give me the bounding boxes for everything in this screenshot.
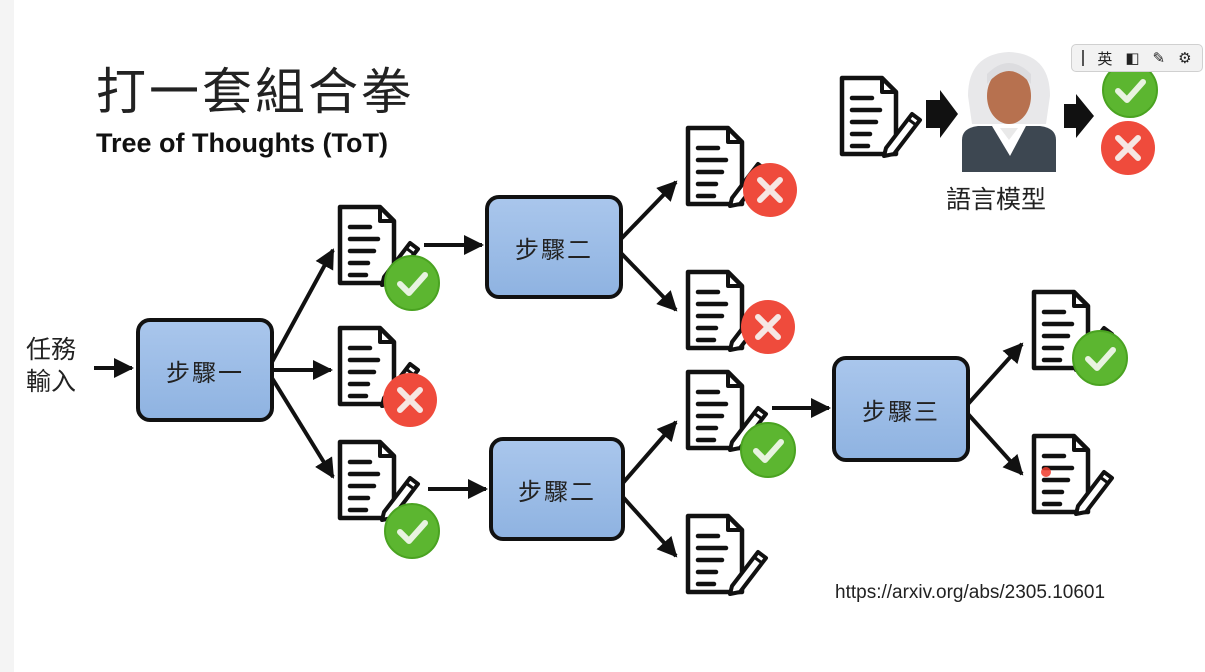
ime-language-toggle[interactable]: 英 [1097,49,1113,68]
drag-handle[interactable] [1082,50,1085,66]
arrow-step3-to-doc-i [966,412,1024,476]
page-subtitle: Tree of Thoughts (ToT) [96,128,388,158]
gear-icon[interactable]: ⚙ [1178,48,1192,67]
arrow-step2a-to-doc-d [618,180,678,242]
cross-icon [741,300,795,354]
check-icon [385,504,439,558]
handwriting-icon[interactable]: ✎ [1152,48,1166,67]
ime-toolbar[interactable]: 英 ◧ ✎ ⚙ [1071,44,1203,72]
step-two-box-upper: 步驟二 [485,195,623,299]
document-pen-icon [842,78,920,156]
step-one-box: 步驟一 [136,318,274,422]
cursor-dot [1041,467,1051,477]
arrow-step1-to-doc-c [270,376,335,479]
arrow-step2a-to-doc-e [618,250,678,312]
step-two-box-lower: 步驟二 [489,437,625,541]
check-icon [741,423,795,477]
check-icon [385,256,439,310]
cross-icon [1101,121,1155,175]
arrow-step2b-to-doc-g [620,494,678,558]
page-title: 打一套組合拳 [96,63,414,121]
half-full-width-icon[interactable]: ◧ [1125,48,1140,67]
arrow-icon [1064,94,1094,138]
arrow-step1-to-doc-a [270,248,335,363]
cross-icon [383,373,437,427]
task-label-line2: 輸入 [26,367,77,396]
task-input-label: 任務 輸入 [26,334,90,398]
reference-url[interactable]: https://arxiv.org/abs/2305.10601 [835,582,1106,603]
step-three-box: 步驟三 [832,356,970,462]
person-icon [962,52,1056,172]
check-icon [1073,331,1127,385]
slide-edge [0,0,14,672]
document-pen-icon [688,516,766,594]
arrow-icon [926,90,958,138]
task-label-line1: 任務 [26,335,77,364]
arrow-step3-to-doc-h [966,342,1024,406]
language-model-label: 語言模型 [946,185,1047,214]
arrow-step2b-to-doc-f [620,420,678,486]
cross-icon [743,163,797,217]
